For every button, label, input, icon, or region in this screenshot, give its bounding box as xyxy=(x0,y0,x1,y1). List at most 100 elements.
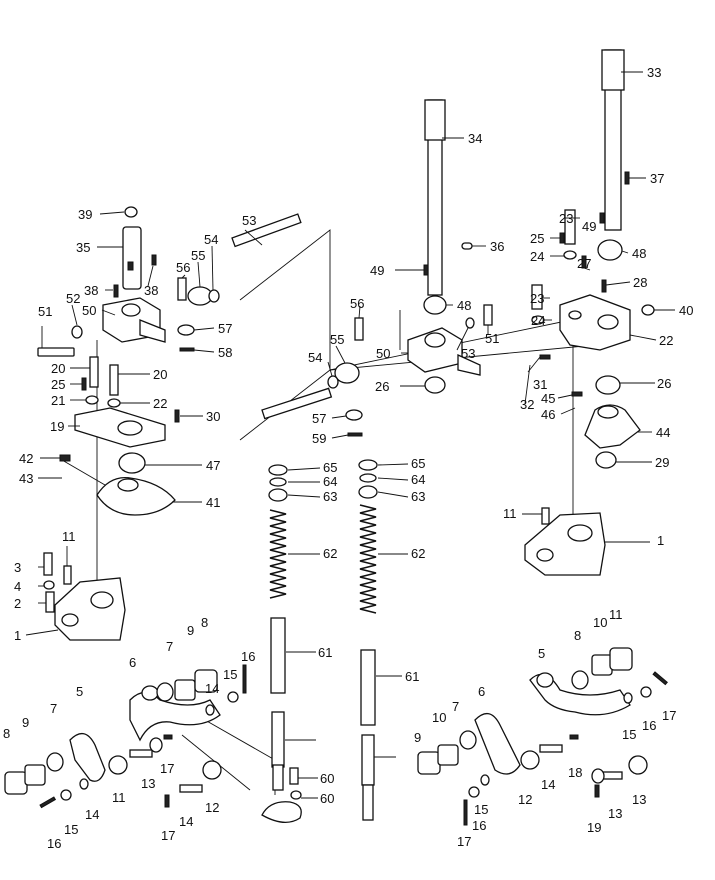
part-42-fork xyxy=(584,404,641,449)
part-17-pin-lr xyxy=(594,784,600,798)
part-16-pin-mr xyxy=(463,799,468,826)
callout-label: 11 xyxy=(112,790,126,805)
part-34-key xyxy=(461,242,473,250)
callout-label: 24 xyxy=(531,313,545,328)
part-38-cap-right xyxy=(641,304,655,316)
callout-label: 54 xyxy=(204,232,218,247)
part-27-bushing xyxy=(595,451,617,469)
part-15-washer-lr xyxy=(640,686,652,698)
callout-label: 15 xyxy=(474,802,488,817)
part-6-arm-ml xyxy=(129,691,221,742)
right-housing xyxy=(524,507,606,576)
lower-left-linkage xyxy=(4,733,173,809)
part-5-arm-ll xyxy=(69,733,106,782)
part-11-bushing-mr xyxy=(520,750,540,770)
part-9-sleeve-ml xyxy=(174,679,196,701)
callout-label: 27 xyxy=(577,256,591,271)
callout-label: 11 xyxy=(503,506,517,521)
part-20-washer-b xyxy=(107,398,121,408)
callout-label: 48 xyxy=(457,298,471,313)
callout-label: 25 xyxy=(51,377,65,392)
part-25-bushing-right xyxy=(595,375,621,395)
callout-label: 57 xyxy=(312,411,326,426)
callout-label: 65 xyxy=(411,456,425,471)
part-53-nut-upper xyxy=(208,289,220,303)
callout-label: 12 xyxy=(205,800,219,815)
part-35-pin xyxy=(624,171,630,185)
part-60-tube-left xyxy=(270,617,286,694)
spring-column-left xyxy=(261,464,302,823)
callout-label: 55 xyxy=(191,248,205,263)
callout-label: 65 xyxy=(323,460,337,475)
part-62-seat-left xyxy=(268,488,288,502)
callout-label: 62 xyxy=(411,546,425,561)
callout-label: 38 xyxy=(144,283,158,298)
callout-label: 50 xyxy=(376,346,390,361)
part-50-bolt-left xyxy=(37,347,75,357)
callout-label: 63 xyxy=(323,489,337,504)
callout-label: 15 xyxy=(622,727,636,742)
callout-label: 60 xyxy=(320,771,334,786)
part-17-pin-ll xyxy=(163,734,173,740)
part-63-washer-left xyxy=(269,477,287,487)
callout-label: 39 xyxy=(78,207,92,222)
leader-lines xyxy=(25,71,675,636)
upper-middle-assembly xyxy=(177,213,302,352)
part-46-bushing xyxy=(597,239,623,261)
part-45-bushing xyxy=(118,452,146,474)
callout-label: 8 xyxy=(201,615,208,630)
part-22-bolt-right-a xyxy=(564,209,576,245)
part-65-rod-left xyxy=(271,711,285,768)
callout-label: 15 xyxy=(223,667,237,682)
callout-label: 26 xyxy=(375,379,389,394)
callout-label: 18 xyxy=(568,765,582,780)
right-upper-assembly xyxy=(531,49,655,469)
callout-label: 17 xyxy=(662,708,676,723)
callout-label: 35 xyxy=(76,240,90,255)
part-62-seat-right xyxy=(358,485,378,499)
part-6-arm-mr xyxy=(474,713,521,775)
part-60-tube-right xyxy=(360,649,376,726)
part-51-washer-center xyxy=(465,317,475,329)
callout-label: 51 xyxy=(38,304,52,319)
part-56-washer-center xyxy=(345,409,363,421)
part-3-bolt-left xyxy=(43,552,53,576)
callout-label: 16 xyxy=(472,818,486,833)
part-23-washer-right-a xyxy=(563,250,577,260)
part-11-bushing-lr xyxy=(628,755,648,775)
part-10-bolt-right xyxy=(541,507,550,525)
part-9-sleeve-mr xyxy=(437,744,459,766)
callout-label: 60 xyxy=(320,791,334,806)
part-8-grip-ll xyxy=(4,771,28,795)
part-61-spring-right xyxy=(359,504,377,614)
part-7-collar-ll xyxy=(46,752,64,772)
part-16-pin-ml xyxy=(242,664,247,694)
part-20-washer-a xyxy=(85,395,99,405)
part-22-bolt-right-b xyxy=(531,284,543,310)
part-14-washer-ml xyxy=(205,704,215,716)
lower-right-linkage xyxy=(529,647,668,798)
callout-label: 30 xyxy=(206,409,220,424)
lower-middle-right-linkage xyxy=(417,713,579,826)
part-48-pin-center xyxy=(423,264,429,276)
part-15-washer-ll xyxy=(60,789,72,801)
part-48-pin-right xyxy=(599,212,605,224)
callout-label: 8 xyxy=(574,628,581,643)
callout-label: 23 xyxy=(559,211,573,226)
part-55-bolt-upper xyxy=(177,277,187,301)
callout-label: 12 xyxy=(518,792,532,807)
part-19-bolt-b xyxy=(109,364,119,396)
part-1-housing-right xyxy=(524,512,606,576)
callout-label: 13 xyxy=(632,792,646,807)
callout-label: 49 xyxy=(582,219,596,234)
callout-label: 45 xyxy=(541,391,555,406)
left-upper-assembly xyxy=(37,206,180,516)
callout-label: 61 xyxy=(318,645,332,660)
stopper-plate xyxy=(261,801,302,823)
callout-label: 55 xyxy=(330,332,344,347)
callout-label: 7 xyxy=(166,639,173,654)
callout-label: 20 xyxy=(153,367,167,382)
part-56-washer-upper xyxy=(177,324,195,336)
part-61-spring-left xyxy=(269,509,287,599)
callout-label: 15 xyxy=(64,822,78,837)
